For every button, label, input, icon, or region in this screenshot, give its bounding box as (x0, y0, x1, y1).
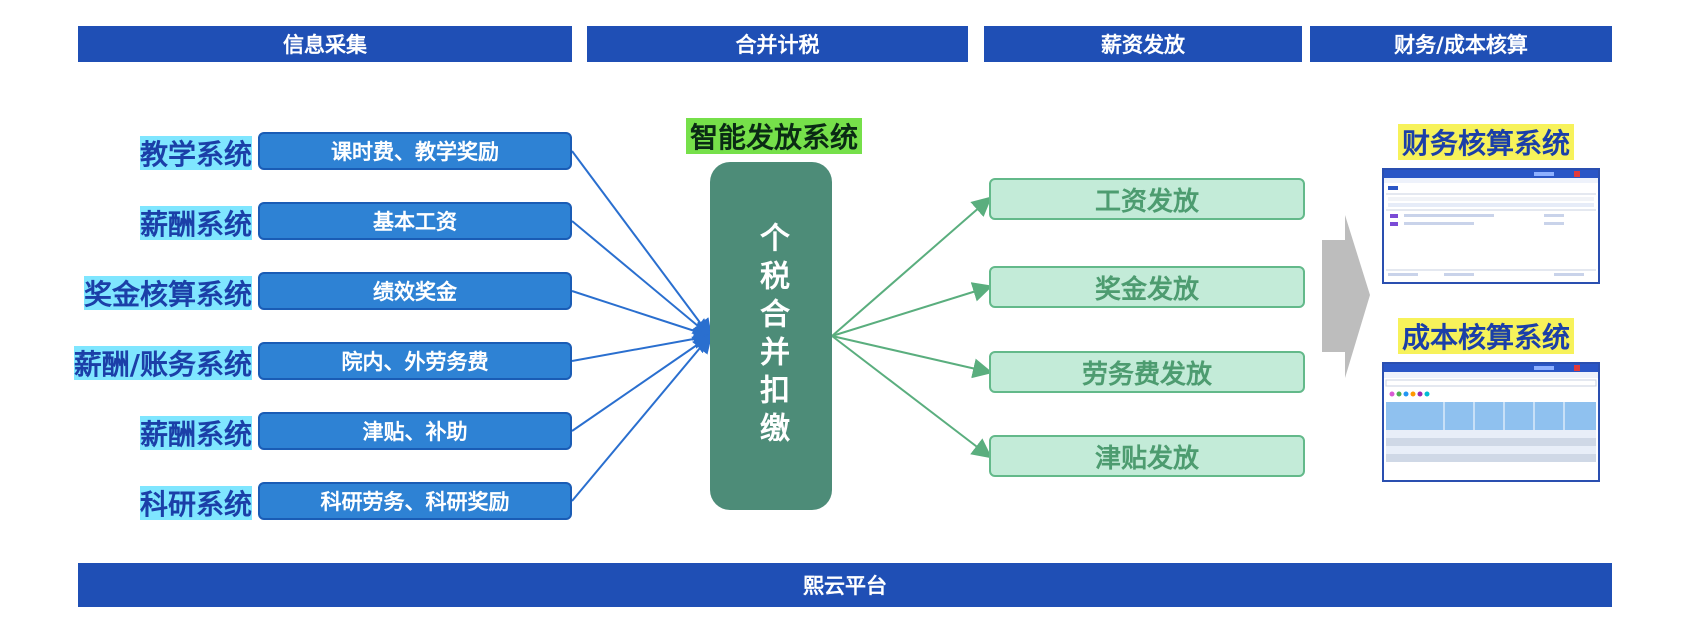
grey-flow-arrow (1322, 215, 1370, 378)
payout-salary: 工资发放 (989, 178, 1305, 220)
header-merged-tax: 合并计税 (587, 26, 968, 62)
source-item-research-fees: 科研劳务、科研奖励 (258, 482, 572, 520)
payout-allowance: 津贴发放 (989, 435, 1305, 477)
arrow-payout-2 (831, 282, 993, 337)
finance-accounting-screenshot (1382, 168, 1600, 284)
merged-tax-withholding-label: 个税合并扣缴 (754, 222, 789, 450)
payout-labor: 劳务费发放 (989, 351, 1305, 393)
source-item-base-salary: 基本工资 (258, 202, 572, 240)
system-label-research: 科研系统 (139, 486, 252, 521)
source-item-performance-bonus: 绩效奖金 (258, 272, 572, 310)
arrow-source-4 (571, 329, 714, 362)
system-label-salary-accounts: 薪酬/账务系统 (73, 346, 252, 381)
system-label-teaching: 教学系统 (139, 136, 252, 171)
blue-arrows (571, 150, 714, 502)
arrow-source-2 (571, 220, 714, 339)
finance-accounting-title: 财务核算系统 (1398, 124, 1575, 160)
merged-tax-withholding-box: 个税合并扣缴 (710, 162, 832, 510)
system-label-bonus-accounting: 奖金核算系统 (83, 276, 252, 311)
header-info-collect: 信息采集 (78, 26, 572, 62)
arrow-source-3 (571, 290, 714, 341)
source-item-allowances: 津贴、补助 (258, 412, 572, 450)
system-label-salary-2: 薪酬系统 (139, 416, 252, 451)
arrow-source-6 (571, 332, 713, 502)
cost-accounting-screenshot (1382, 362, 1600, 482)
green-arrows (831, 196, 993, 459)
arrow-source-1 (571, 150, 713, 340)
source-item-labor-fees: 院内、外劳务费 (258, 342, 572, 380)
payout-bonus: 奖金发放 (989, 266, 1305, 308)
cost-accounting-title: 成本核算系统 (1398, 318, 1575, 354)
header-salary-pay: 薪资发放 (984, 26, 1302, 62)
arrow-source-5 (571, 333, 714, 432)
finance-screenshot-graphic (1384, 170, 1598, 276)
source-item-teaching-fees: 课时费、教学奖励 (258, 132, 572, 170)
platform-footer: 熙云平台 (78, 563, 1612, 607)
arrow-payout-4 (831, 335, 993, 459)
system-label-salary: 薪酬系统 (139, 206, 252, 241)
arrow-payout-3 (831, 335, 993, 379)
arrow-payout-1 (831, 196, 993, 337)
header-finance-cost: 财务/成本核算 (1310, 26, 1612, 62)
smart-payout-system-title: 智能发放系统 (686, 118, 863, 154)
cost-screenshot-graphic (1384, 364, 1598, 462)
